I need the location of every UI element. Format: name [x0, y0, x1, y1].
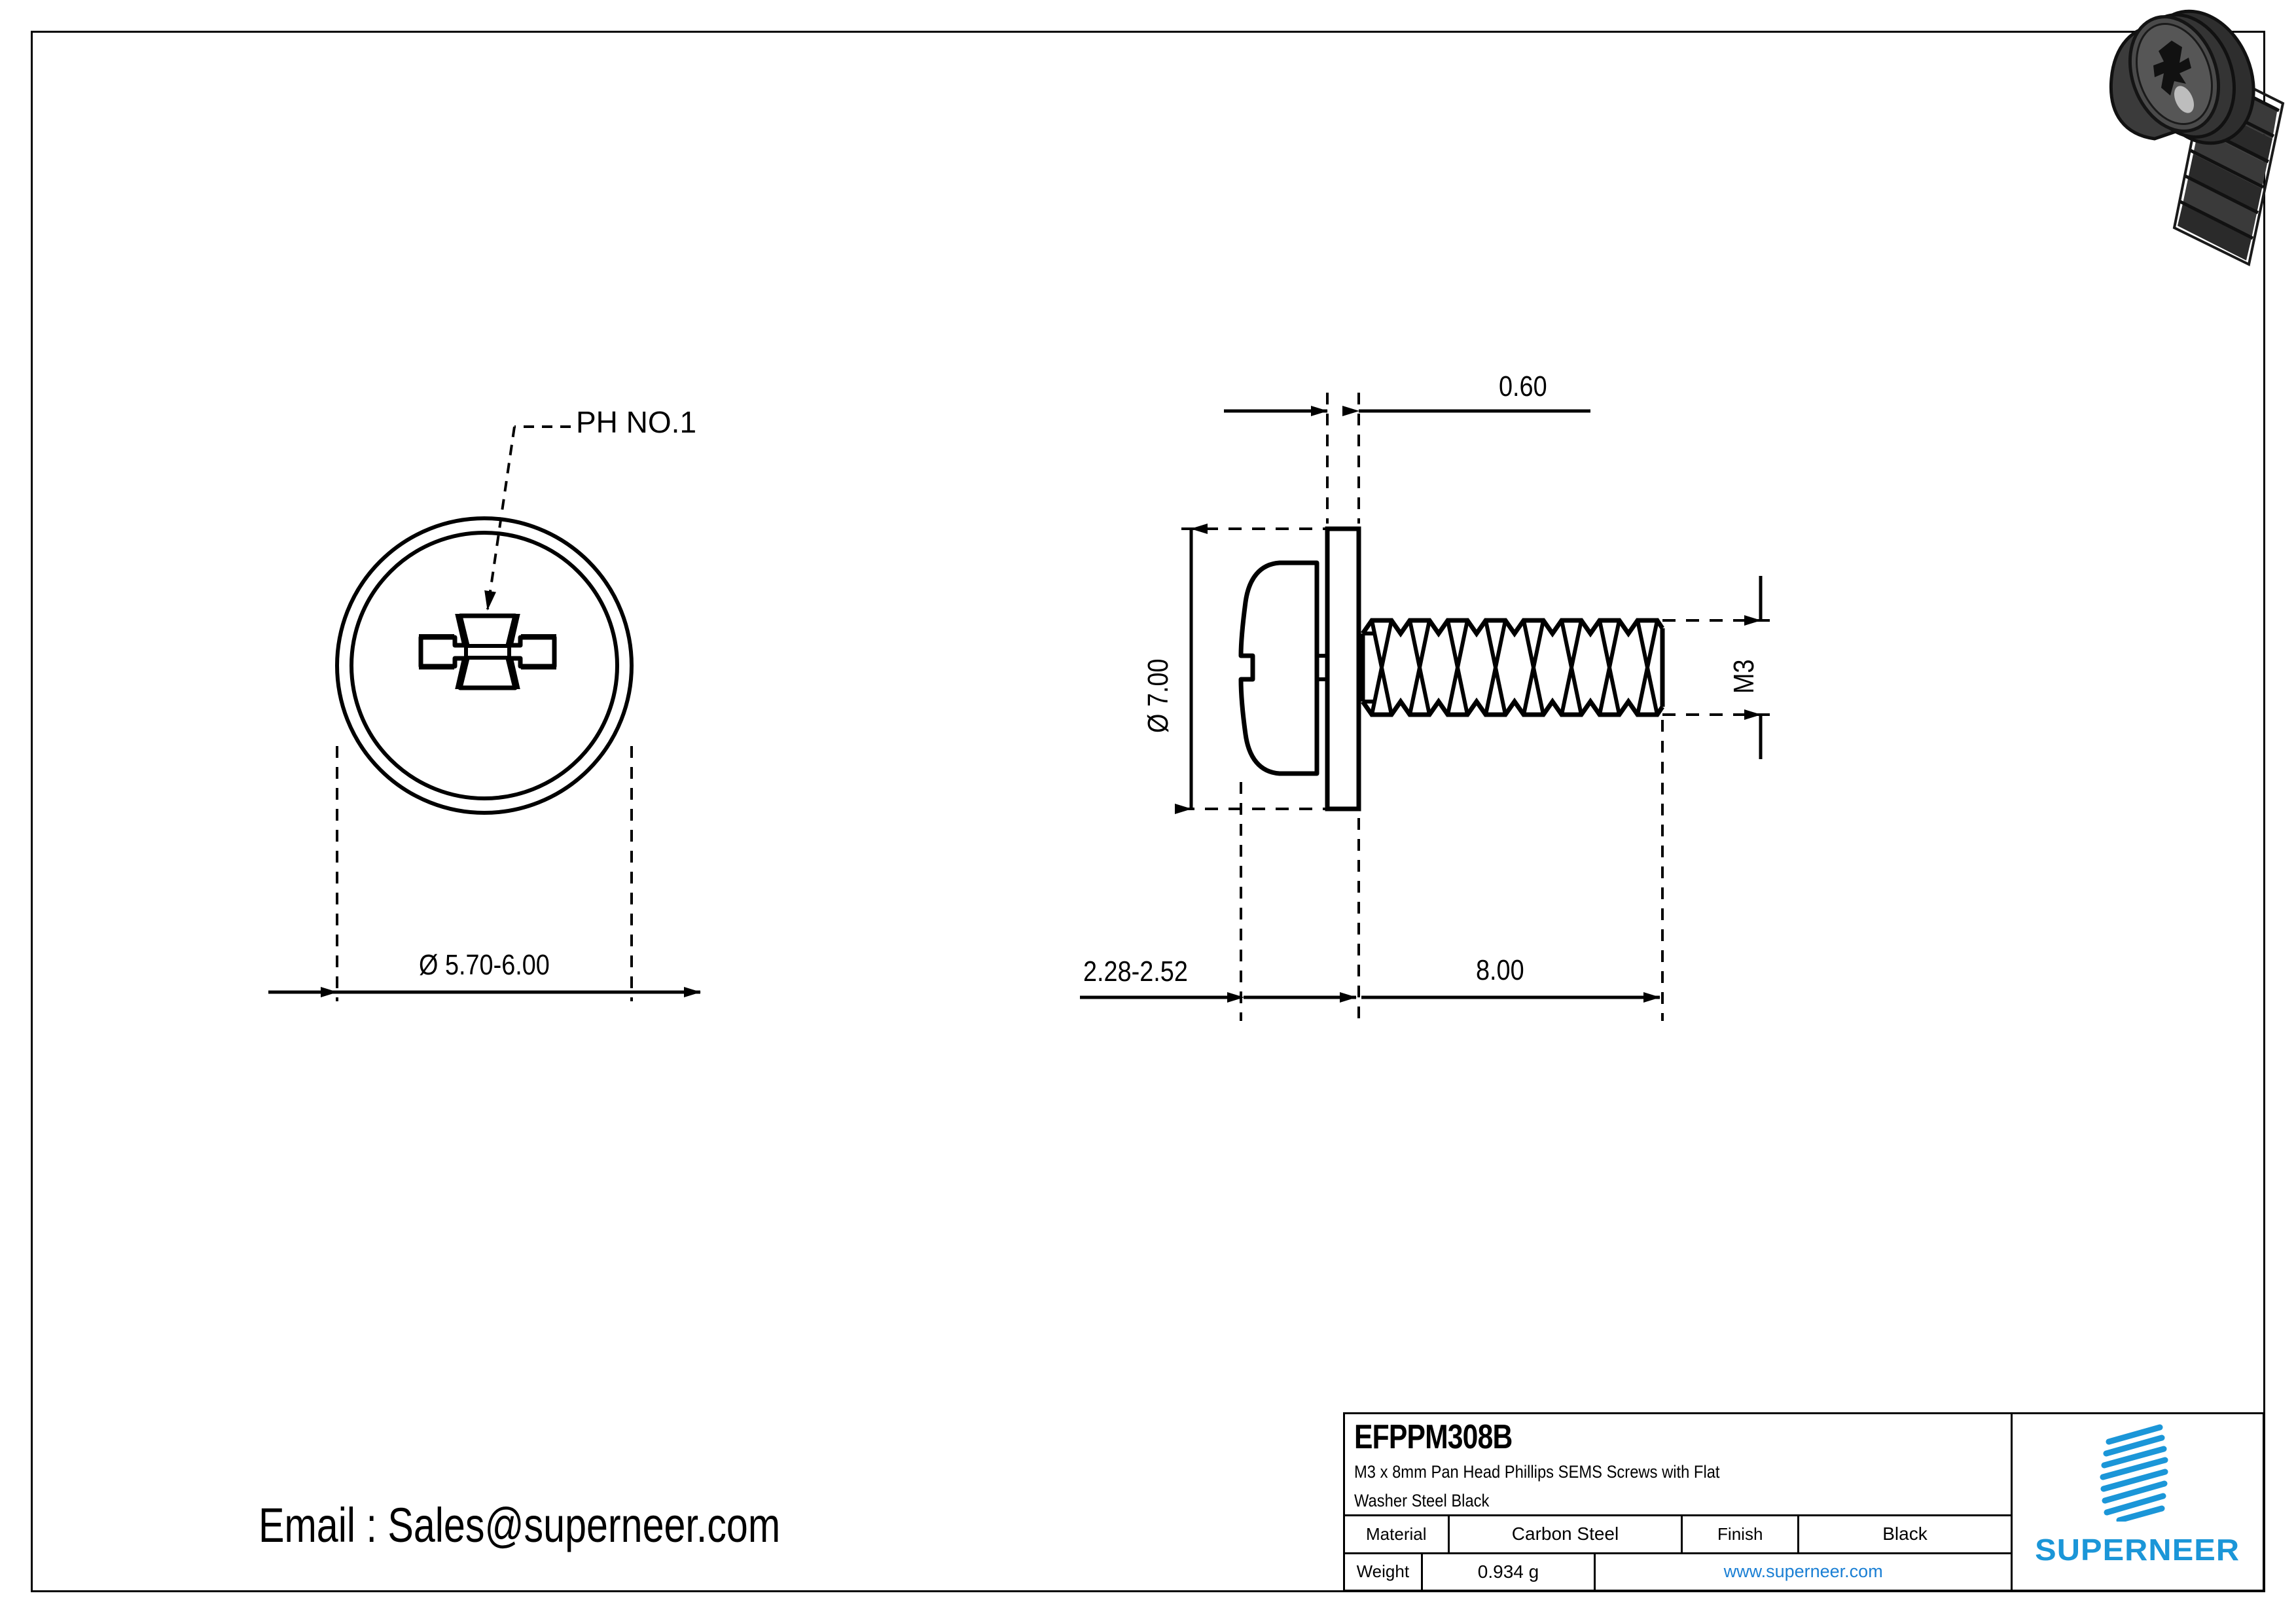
- website-cell[interactable]: www.superneer.com: [1596, 1554, 2011, 1590]
- thread-length-dimension-text: 8.00: [1476, 954, 1524, 986]
- head-diameter-dimension: [1175, 524, 1348, 814]
- weight-value: 0.934 g: [1423, 1554, 1596, 1590]
- top-view-head-circle: [335, 516, 634, 815]
- ph-leader-line: [484, 425, 571, 611]
- shank-shoulder: [1317, 654, 1327, 681]
- brand-wordmark: SUPERNEER: [2035, 1533, 2240, 1567]
- side-view-flat-washer: [1325, 526, 1361, 812]
- title-block: EFPPM308B M3 x 8mm Pan Head Phillips SEM…: [1343, 1412, 2265, 1592]
- side-view-thread: [1360, 618, 1665, 717]
- weight-row: Weight 0.934 g www.superneer.com: [1345, 1554, 2011, 1590]
- title-block-left: EFPPM308B M3 x 8mm Pan Head Phillips SEM…: [1345, 1414, 2013, 1590]
- superneer-logo-icon: [2100, 1424, 2168, 1522]
- render-phillips-recess: [2153, 41, 2191, 96]
- ph-callout-label: PH NO.1: [576, 405, 697, 439]
- brand-cell: SUPERNEER: [2013, 1414, 2263, 1590]
- part-description-line-1: M3 x 8mm Pan Head Phillips SEMS Screws w…: [1354, 1461, 1720, 1482]
- phillips-cross-shape: [418, 613, 557, 690]
- website-link[interactable]: www.superneer.com: [1723, 1561, 1883, 1582]
- finish-value: Black: [1882, 1524, 1928, 1544]
- top-diameter-dimension: [268, 746, 701, 1001]
- part-number: EFPPM308B: [1354, 1418, 1513, 1456]
- washer-thickness-dimension-text: 0.60: [1499, 370, 1547, 402]
- contact-email: Email : Sales@superneer.com: [259, 1498, 781, 1552]
- weight-label: Weight: [1345, 1554, 1423, 1590]
- sheet-border: [31, 31, 2265, 1592]
- washer-thickness-dimension: [1224, 393, 1590, 524]
- part-description-cell: EFPPM308B M3 x 8mm Pan Head Phillips SEM…: [1345, 1414, 2011, 1516]
- material-row: Material Carbon Steel Finish Black: [1345, 1516, 2011, 1554]
- length-dimensions: [1080, 720, 1664, 1021]
- material-label: Material: [1345, 1516, 1450, 1552]
- head-od-dimension-text: Ø 5.70-6.00: [419, 949, 550, 981]
- isometric-screw-render: [2109, 9, 2285, 266]
- finish-label: Finish: [1683, 1516, 1799, 1552]
- material-value: Carbon Steel: [1450, 1516, 1683, 1552]
- thread-size-dimension: [1662, 576, 1780, 759]
- head-height-dimension-text: 2.28-2.52: [1083, 955, 1188, 988]
- side-view-pan-head: [1238, 560, 1319, 776]
- head-diameter-dimension-text: Ø 7.00: [1142, 658, 1174, 733]
- part-description-line-2: Washer Steel Black: [1354, 1490, 1490, 1510]
- thread-size-dimension-text: M3: [1728, 659, 1760, 694]
- spec-rows: Material Carbon Steel Finish Black Weigh…: [1345, 1516, 2011, 1590]
